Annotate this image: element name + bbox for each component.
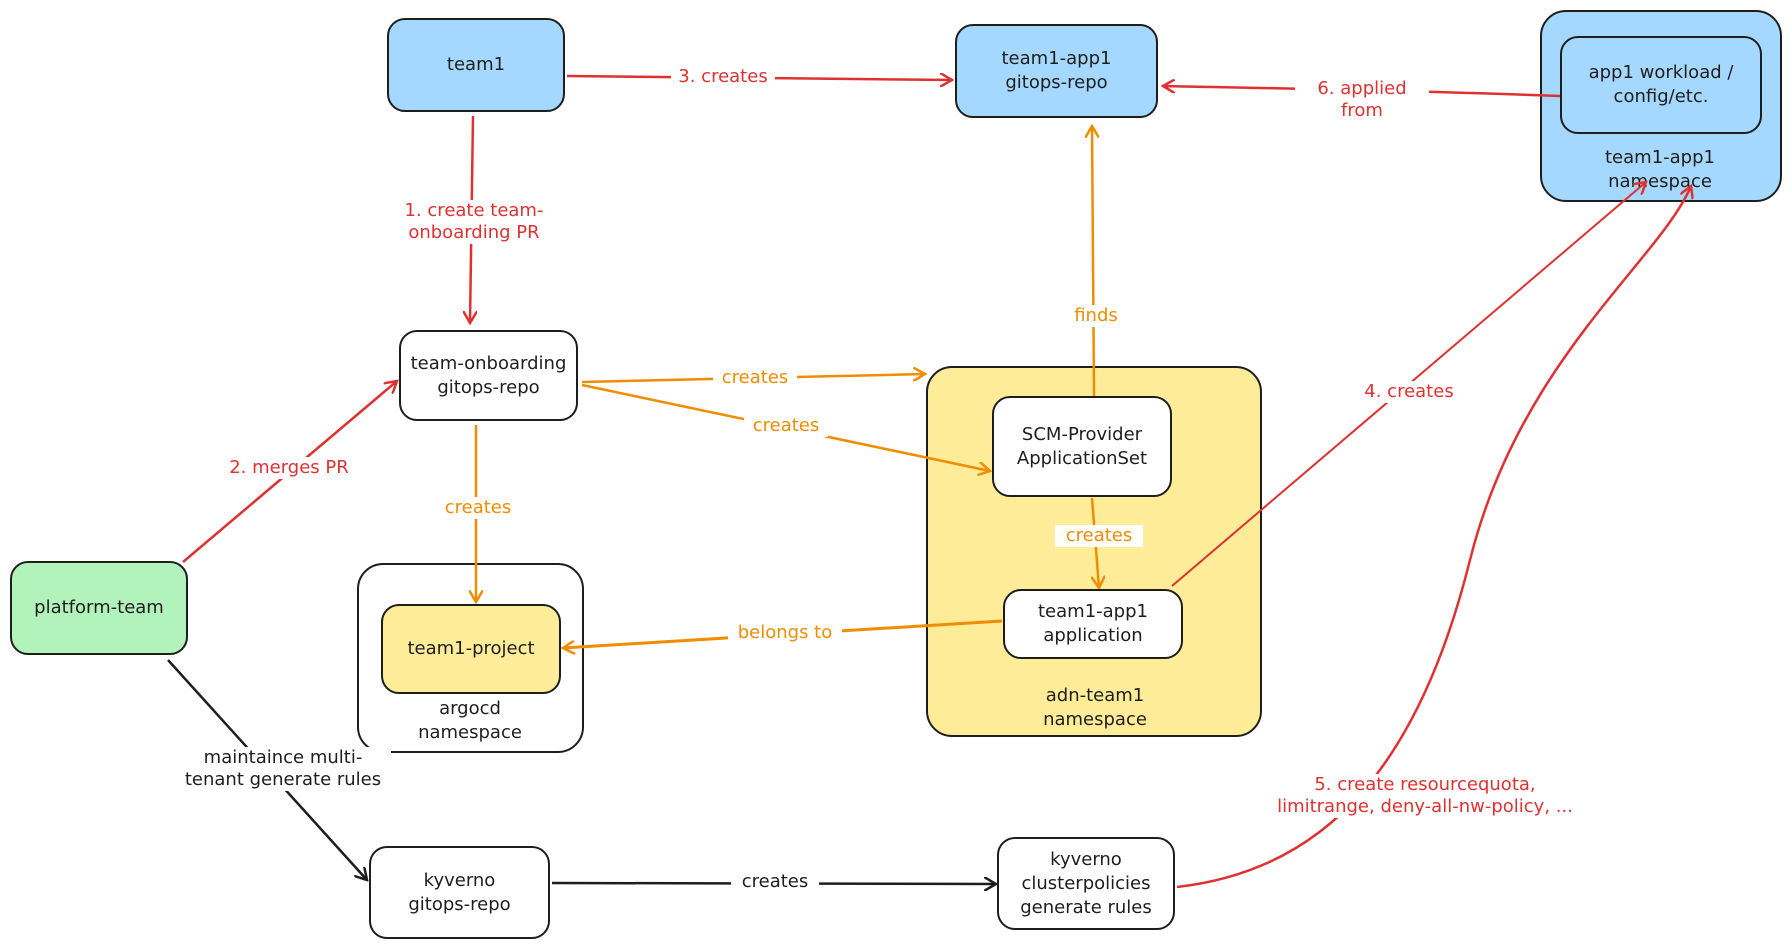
argocd-namespace-label: argocd namespace: [418, 698, 522, 743]
edge-step5: [1176, 186, 1691, 889]
kyverno-gitops-repo-node[interactable]: kyverno gitops-repo: [369, 846, 550, 939]
label-step3: 3. creates: [671, 66, 775, 88]
label-maintain: maintaince multi- tenant generate rules: [175, 747, 391, 791]
app1-workload-node[interactable]: app1 workload / config/etc.: [1560, 36, 1762, 134]
team1-node[interactable]: team1: [387, 18, 565, 112]
team1-app1-application-node[interactable]: team1-app1 application: [1003, 589, 1183, 659]
label-belongs-to: belongs to: [728, 622, 842, 644]
label-step2: 2. merges PR: [222, 457, 356, 479]
team1-app1-gitops-repo-node[interactable]: team1-app1 gitops-repo: [955, 24, 1158, 118]
team-onboarding-gitops-repo-node[interactable]: team-onboarding gitops-repo: [399, 330, 578, 421]
label-creates-kyverno: creates: [731, 871, 819, 893]
label-step4: 4. creates: [1352, 381, 1466, 403]
adn-team1-namespace-label: adn-team1 namespace: [1043, 685, 1147, 730]
label-creates-appset: creates: [744, 415, 828, 437]
label-creates-application: creates: [1055, 525, 1143, 547]
label-step5: 5. create resourcequota, limitrange, den…: [1268, 774, 1582, 818]
label-creates-project: creates: [434, 497, 522, 519]
label-creates-container: creates: [713, 367, 797, 389]
edge-finds: [1092, 126, 1094, 397]
label-finds: finds: [1069, 305, 1123, 327]
platform-team-node[interactable]: platform-team: [10, 561, 188, 655]
team1-project-node[interactable]: team1-project: [381, 604, 561, 694]
label-step6: 6. applied from: [1295, 78, 1429, 122]
kyverno-clusterpolicies-node[interactable]: kyverno clusterpolicies generate rules: [997, 837, 1175, 930]
label-step1: 1. create team- onboarding PR: [387, 200, 561, 244]
scm-provider-applicationset-node[interactable]: SCM-Provider ApplicationSet: [992, 396, 1172, 497]
